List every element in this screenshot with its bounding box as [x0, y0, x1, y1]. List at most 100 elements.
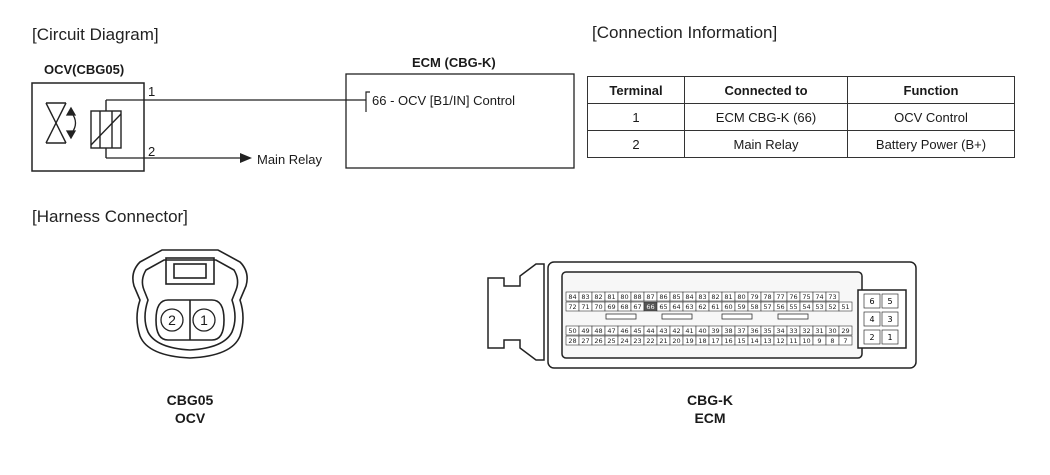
main-relay-arrow	[240, 153, 252, 163]
ocv-title: OCV(CBG05)	[44, 62, 125, 77]
ecm-pin-number: 81	[607, 293, 615, 301]
cell-connected-to: ECM CBG-K (66)	[684, 103, 848, 131]
connection-table: Terminal Connected to Function 1 ECM CBG…	[587, 76, 1015, 158]
ecm-pin-number: 57	[763, 303, 771, 311]
ecm-pin-number: 61	[711, 303, 719, 311]
ecm-pin-number: 21	[659, 337, 667, 345]
ecm-pin-number: 29	[841, 327, 849, 335]
ecm-side-pin-number: 1	[887, 333, 892, 342]
ecm-pin-number: 39	[711, 327, 719, 335]
ecm-pin-number: 62	[698, 303, 706, 311]
ecm-side-pin-number: 6	[869, 297, 874, 306]
ecm-side-pin-number: 5	[887, 297, 892, 306]
ecm-pin-number: 52	[828, 303, 836, 311]
ecm-pin-number: 19	[685, 337, 693, 345]
ocv-caption-code: CBG05	[166, 392, 214, 408]
ecm-pin-number: 70	[594, 303, 602, 311]
ecm-pin-number: 53	[815, 303, 823, 311]
ecm-pin-number: 12	[776, 337, 784, 345]
ecm-pin-number: 25	[607, 337, 615, 345]
ecm-title: ECM (CBG-K)	[412, 55, 496, 70]
ocv-box	[31, 82, 145, 172]
harness-connector-title: [Harness Connector]	[32, 207, 188, 226]
ecm-side-pin-number: 4	[869, 315, 874, 324]
ecm-caption-name: ECM	[694, 410, 726, 426]
ecm-pin-number: 10	[802, 337, 810, 345]
ecm-pin-number: 38	[724, 327, 732, 335]
ecm-pin-number: 16	[724, 337, 732, 345]
ecm-pin-number: 82	[594, 293, 602, 301]
ecm-side-pin-cell	[863, 329, 881, 345]
ecm-pin-number: 64	[672, 303, 680, 311]
ecm-pin-number: 84	[685, 293, 693, 301]
cell-function: OCV Control	[847, 103, 1015, 131]
ecm-pin-number: 58	[750, 303, 758, 311]
ecm-pin-number: 85	[672, 293, 680, 301]
ecm-pin-number: 74	[815, 293, 823, 301]
cell-function: Battery Power (B+)	[847, 130, 1015, 158]
ecm-pin-number: 13	[763, 337, 771, 345]
ecm-key-slot	[661, 313, 693, 320]
ecm-connector	[487, 261, 917, 369]
ecm-pin-number: 56	[776, 303, 784, 311]
ecm-pin-number: 28	[568, 337, 576, 345]
ecm-pin-number: 55	[789, 303, 797, 311]
ecm-pin-cell	[825, 291, 840, 302]
ocv-pin-1	[192, 308, 216, 332]
header-connected-to: Connected to	[684, 76, 848, 104]
ecm-box	[345, 73, 575, 169]
ecm-pin-number: 44	[646, 327, 654, 335]
ecm-pin-number: 72	[568, 303, 576, 311]
ecm-pin-number: 33	[789, 327, 797, 335]
ecm-pin-number: 83	[581, 293, 589, 301]
ecm-pin-number: 86	[659, 293, 667, 301]
ecm-pin-number: 63	[685, 303, 693, 311]
ecm-pin-number: 27	[581, 337, 589, 345]
ecm-pin-number: 45	[633, 327, 641, 335]
ecm-side-pin-cell	[863, 293, 881, 309]
ecm-pin-number: 82	[711, 293, 719, 301]
ecm-pin-number: 73	[828, 293, 836, 301]
ecm-side-pin-cell	[881, 329, 899, 345]
ocv-pin-2	[160, 308, 184, 332]
ecm-pin-number: 80	[737, 293, 745, 301]
cell-terminal: 2	[587, 130, 685, 158]
ecm-pin-number: 43	[659, 327, 667, 335]
ecm-pin-number: 34	[776, 327, 784, 335]
ecm-pin-number: 88	[633, 293, 641, 301]
ecm-caption-code: CBG-K	[687, 392, 733, 408]
ecm-pin-number: 9	[817, 337, 821, 345]
ecm-pin-number: 32	[802, 327, 810, 335]
ecm-pin-number: 47	[607, 327, 615, 335]
table-row: 2 Main Relay Battery Power (B+)	[587, 130, 1015, 158]
ecm-pin-number: 17	[711, 337, 719, 345]
ecm-key-slot	[605, 313, 637, 320]
ecm-side-pin-cell	[863, 311, 881, 327]
ecm-pin-number: 35	[763, 327, 771, 335]
ecm-pin-cell	[838, 301, 853, 312]
ecm-pin-number: 60	[724, 303, 732, 311]
ecm-pin-number: 22	[646, 337, 654, 345]
ecm-pin-number: 24	[620, 337, 628, 345]
ocv-pin2-label: 2	[148, 144, 156, 159]
ecm-pin-bracket	[365, 91, 370, 112]
ecm-pin-number: 79	[750, 293, 758, 301]
ecm-pin-number: 40	[698, 327, 706, 335]
ocv-pin1-label: 1	[148, 84, 156, 99]
ecm-pin-number: 8	[830, 337, 834, 345]
ecm-pin-number: 37	[737, 327, 745, 335]
adjust-arrows	[65, 106, 77, 140]
ecm-pin-number: 14	[750, 337, 758, 345]
ecm-pin-number: 65	[659, 303, 667, 311]
ecm-pin-number: 11	[789, 337, 797, 345]
cell-terminal: 1	[587, 103, 685, 131]
ecm-pin-number: 41	[685, 327, 693, 335]
header-function: Function	[847, 76, 1015, 104]
ecm-pin-number: 76	[789, 293, 797, 301]
ecm-pin-number: 26	[594, 337, 602, 345]
ecm-pin-number: 67	[633, 303, 641, 311]
ecm-side-pin-number: 3	[887, 315, 892, 324]
cell-connected-to: Main Relay	[684, 130, 848, 158]
